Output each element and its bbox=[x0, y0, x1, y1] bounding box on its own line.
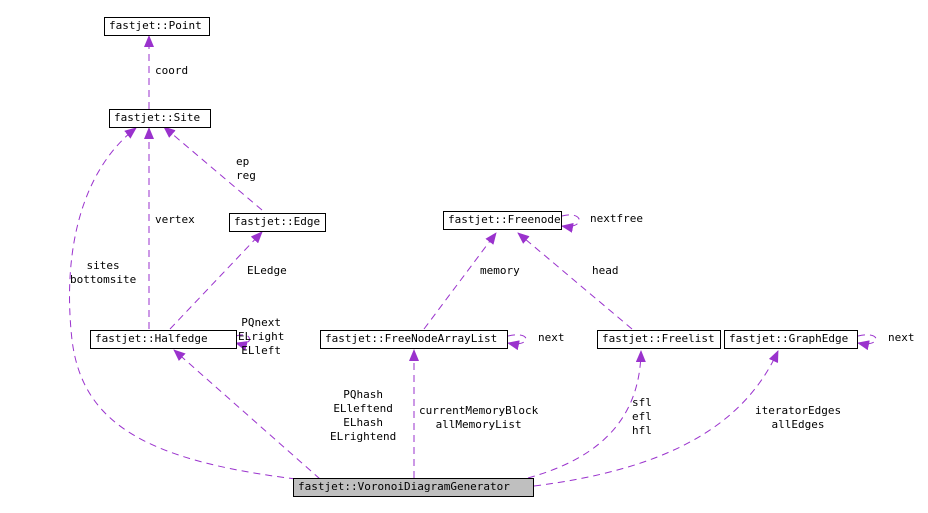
node-halfedge[interactable]: fastjet::Halfedge bbox=[90, 330, 237, 349]
node-freenode[interactable]: fastjet::Freenode bbox=[443, 211, 562, 230]
label-head: head bbox=[592, 264, 619, 277]
edge-vdg-site bbox=[69, 127, 297, 480]
label-nextfree: nextfree bbox=[590, 212, 643, 225]
edge-freenode-self bbox=[561, 214, 580, 233]
label-vdg-graphedge: iteratorEdges allEdges bbox=[755, 404, 842, 431]
edge-halfedge-self bbox=[235, 334, 250, 351]
label-vertex: vertex bbox=[155, 213, 195, 226]
node-graphedge[interactable]: fastjet::GraphEdge bbox=[724, 330, 858, 349]
label-memory: memory bbox=[480, 264, 520, 277]
label-vdg-fnal: currentMemoryBlock allMemoryList bbox=[419, 404, 539, 431]
edge-vdg-freelist bbox=[527, 350, 646, 479]
label-eledge: ELedge bbox=[247, 264, 287, 277]
label-coord: coord bbox=[155, 64, 189, 77]
label-graphedge-next: next bbox=[888, 331, 915, 344]
label-vdg-freelist: sfl efl hfl bbox=[632, 396, 652, 437]
node-edge[interactable]: fastjet::Edge bbox=[229, 213, 326, 232]
node-site[interactable]: fastjet::Site bbox=[109, 109, 211, 128]
label-vdg-halfedge: PQhash ELleftend ELhash ELrightend bbox=[330, 388, 397, 443]
edge-vdg-halfedge bbox=[173, 349, 321, 480]
edge-halfedge-edge bbox=[169, 231, 263, 330]
node-point[interactable]: fastjet::Point bbox=[104, 17, 210, 36]
label-ep-reg: ep reg bbox=[236, 155, 256, 182]
label-halfedge-self: PQnext ELright ELleft bbox=[238, 316, 285, 357]
edge-edge-site bbox=[163, 126, 263, 211]
node-freelist[interactable]: fastjet::Freelist bbox=[597, 330, 721, 349]
node-voronoidiagramgenerator[interactable]: fastjet::VoronoiDiagramGenerator bbox=[293, 478, 534, 497]
edge-freelist-freenode bbox=[517, 232, 633, 330]
label-sites-bottomsite: sites bottomsite bbox=[70, 259, 137, 286]
label-fnal-next: next bbox=[538, 331, 565, 344]
edge-fnal-self bbox=[507, 334, 527, 351]
edge-fnal-freenode bbox=[423, 232, 497, 330]
edge-vdg-graphedge bbox=[533, 350, 779, 487]
node-freenodearraylist[interactable]: fastjet::FreeNodeArrayList bbox=[320, 330, 508, 349]
edge-graphedge-self bbox=[857, 334, 877, 351]
